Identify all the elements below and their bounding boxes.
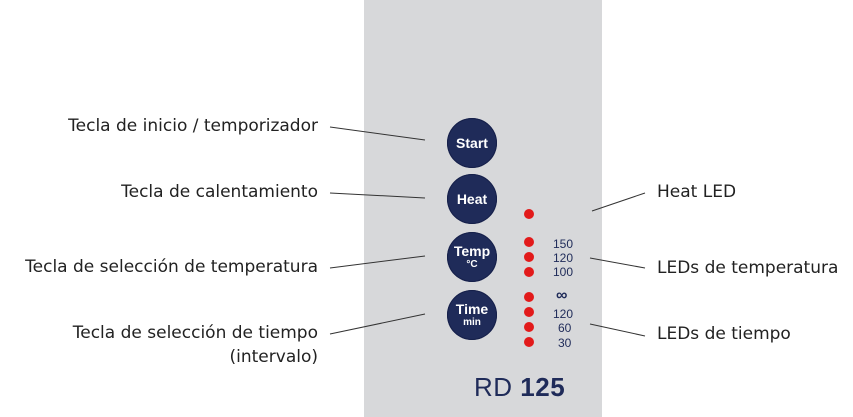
time-led-30 xyxy=(524,337,534,347)
time-scale-30: 30 xyxy=(558,336,572,350)
temp-scale-100: 100 xyxy=(553,265,574,279)
label-temp-leds: LEDs de temperatura xyxy=(657,258,839,278)
leader-temp-leds xyxy=(589,257,646,269)
label-heat-led: Heat LED xyxy=(657,182,737,202)
label-start-key: Tecla de inicio / temporizador xyxy=(68,116,318,136)
label-temp-key: Tecla de selección de temperatura xyxy=(25,257,318,277)
time-led-120 xyxy=(524,307,534,317)
time-key-label: Time xyxy=(455,301,489,317)
leader-temp xyxy=(329,255,426,269)
label-time-leds: LEDs de tiempo xyxy=(657,324,791,344)
temp-key-unit: °C xyxy=(466,259,478,270)
time-scale-120: 120 xyxy=(553,307,574,321)
model-number: 125 xyxy=(520,372,566,402)
temp-led-100 xyxy=(524,267,534,277)
temp-led-150 xyxy=(524,237,534,247)
leader-heat xyxy=(329,192,426,199)
leader-time-leds xyxy=(589,323,646,337)
leader-start xyxy=(329,126,426,141)
label-heat-key: Tecla de calentamiento xyxy=(121,182,318,202)
model-prefix: RD xyxy=(474,372,513,402)
time-scale-infinite: ∞ xyxy=(556,287,568,304)
temp-key[interactable]: Temp °C xyxy=(447,232,497,282)
leader-time xyxy=(329,313,426,335)
temp-key-label: Temp xyxy=(453,243,491,259)
time-key-unit: min xyxy=(463,317,481,328)
temp-scale-150: 150 xyxy=(553,237,574,251)
model-name: RD 125 xyxy=(474,372,594,403)
time-led-infinite xyxy=(524,292,534,302)
temp-led-120 xyxy=(524,252,534,262)
temp-scale-120: 120 xyxy=(553,251,574,265)
label-time-key-line1: Tecla de selección de tiempo xyxy=(72,323,318,343)
heat-key-label: Heat xyxy=(456,191,488,207)
time-key[interactable]: Time min xyxy=(447,290,497,340)
time-led-60 xyxy=(524,322,534,332)
heat-led xyxy=(524,209,534,219)
label-time-key-line2: (intervalo) xyxy=(229,347,318,367)
time-scale-60: 60 xyxy=(558,321,572,335)
start-key-label: Start xyxy=(456,135,488,151)
leader-heat-led xyxy=(591,192,646,212)
start-key[interactable]: Start xyxy=(447,118,497,168)
heat-key[interactable]: Heat xyxy=(447,174,497,224)
